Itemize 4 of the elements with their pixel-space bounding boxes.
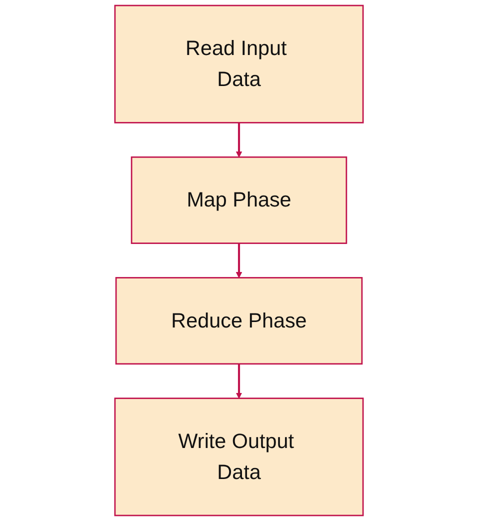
process-box: Reduce Phase [115,277,363,365]
process-box: Read Input Data [114,4,364,124]
process-box: Write Output Data [114,398,364,516]
process-box: Map Phase [130,156,348,244]
